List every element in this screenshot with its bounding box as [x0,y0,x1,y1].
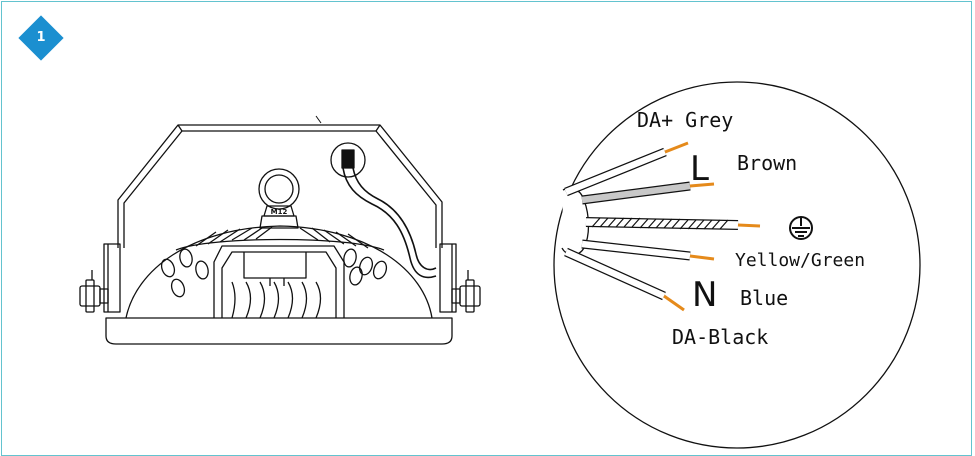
eyebolt-label: M12 [271,208,288,216]
ground-icon [789,216,813,240]
right-adjust-knob [451,270,481,313]
callout-circle [553,81,921,449]
label-da-plus: DA+ Grey [637,108,733,132]
cable-gland [330,142,437,279]
wire-earth-yellow-green [585,217,761,230]
fixture-illustration: M12 [79,115,481,345]
step-badge: 1 [18,15,64,61]
heatsink-dome [125,225,433,319]
wire-neutral-blue [581,239,715,261]
fixture-base [105,317,453,345]
left-adjust-knob [79,270,109,313]
label-live-letter: L [690,149,709,189]
eyebolt: M12 [258,168,300,229]
wire-da-plus-grey [564,141,689,197]
label-neutral-color: Blue [740,286,788,310]
label-da-minus: DA-Black [672,325,768,349]
wire-live-brown [581,181,715,205]
wire-da-minus-black [564,247,685,312]
label-live-color: Brown [737,151,797,175]
wiring-callout: DA+ Grey L Brown Yellow/Green N Blue DA-… [553,81,921,449]
label-earth-color: Yellow/Green [735,250,865,271]
step-number: 1 [36,30,46,45]
label-neutral-letter: N [692,275,717,315]
